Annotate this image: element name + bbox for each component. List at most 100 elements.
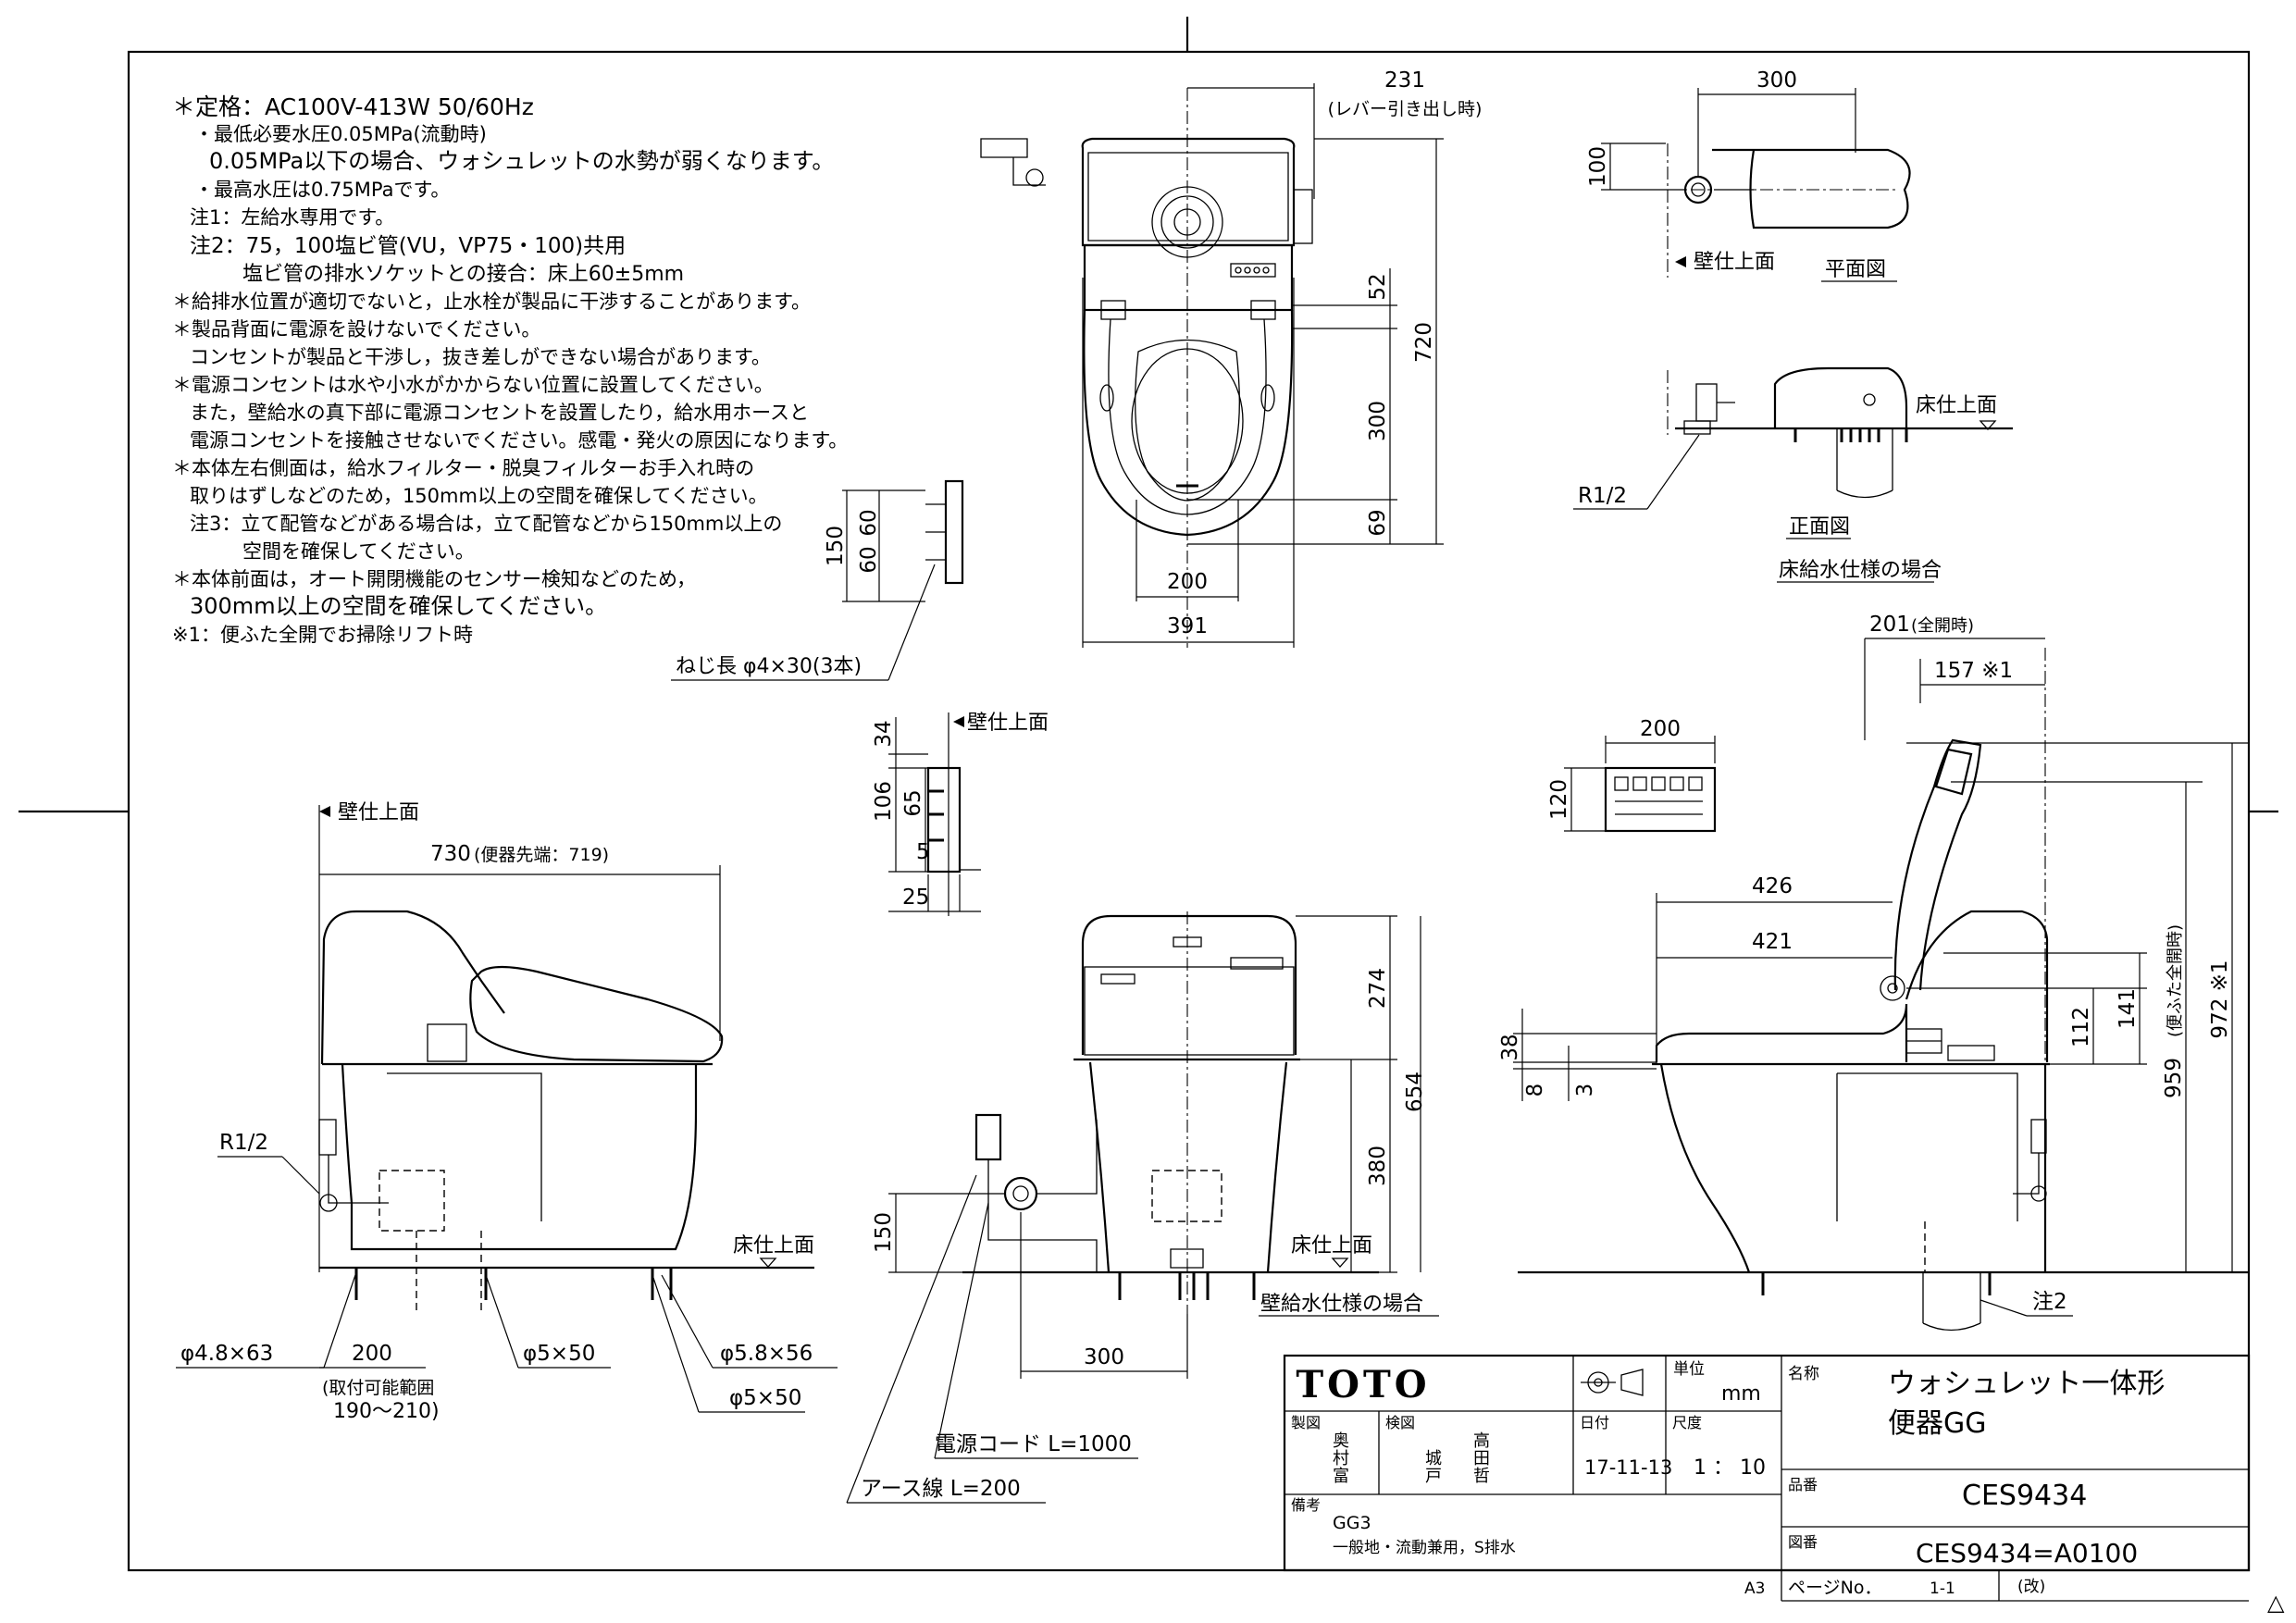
dim-rs-421: 421 xyxy=(1752,930,1793,954)
dim-fr-150: 150 xyxy=(872,1212,896,1253)
dim-remote-200: 200 xyxy=(1640,717,1681,741)
note-line: ＊定格：AC100V-413W 50/60Hz xyxy=(172,93,534,120)
floor-surface-label-1: 床仕上面 xyxy=(1916,394,1997,417)
dim-69: 69 xyxy=(1366,509,1390,536)
dim-rs-426: 426 xyxy=(1752,874,1793,898)
r12-label-b: R1/2 xyxy=(219,1131,268,1155)
page-label: ページNo． xyxy=(1788,1578,1881,1598)
dim-391: 391 xyxy=(1167,614,1208,638)
note-line: 取りはずしなどのため，150mm以上の空間を確保してください。 xyxy=(190,485,768,507)
dim-fr-300: 300 xyxy=(1084,1345,1124,1369)
dim-bk2-25: 25 xyxy=(902,886,929,910)
drafter-name: 富 xyxy=(1333,1467,1349,1486)
remarks-line2: 一般地・流動兼用，S排水 xyxy=(1333,1539,1516,1557)
dim-remote-120: 120 xyxy=(1547,779,1571,820)
note-line: ＊製品背面に電源を設けないでください。 xyxy=(172,318,540,341)
dim-bk2-106: 106 xyxy=(872,781,896,822)
note-line: また，壁給水の真下部に電源コンセントを設置したり，給水用ホースと xyxy=(190,402,809,424)
note-line: 0.05MPa以下の場合、ウォシュレットの水勢が弱くなります。 xyxy=(209,148,834,174)
drawing-frame xyxy=(19,17,2278,1572)
earth-wire-label: アース線 L=200 xyxy=(861,1477,1021,1501)
front-view-middle: 床仕上面 274 654 380 150 300 壁給水仕様の場合 電源コード … xyxy=(846,911,1439,1504)
scale-label: 尺度 xyxy=(1672,1414,1702,1431)
date-label: 日付 xyxy=(1580,1414,1609,1431)
remarks-line1: GG3 xyxy=(1333,1513,1371,1533)
note-line: 注2：75，100塩ビ管(VU，VP75・100)共用 xyxy=(190,234,626,258)
revision: (改) xyxy=(2017,1578,2045,1596)
checker-name: 哲 xyxy=(1473,1467,1490,1486)
dim-bk2-34: 34 xyxy=(872,720,896,747)
dim-rs-157: 157 ※1 xyxy=(1934,659,2013,683)
dim-d5x50b: φ5×50 xyxy=(729,1386,801,1410)
projection-symbol-icon xyxy=(1581,1369,1644,1396)
dim-rs-38: 38 xyxy=(1498,1034,1522,1060)
remote-controller: 200 120 xyxy=(1547,717,1717,833)
date-value: 17-11-13 xyxy=(1584,1456,1672,1479)
dim-d5x50a: φ5×50 xyxy=(523,1342,595,1366)
dim-730: 730 xyxy=(430,842,471,866)
dim-654: 654 xyxy=(1403,1072,1427,1112)
revision-triangle: △ xyxy=(2267,1590,2285,1616)
dim-d58x56: φ5.8×56 xyxy=(720,1342,813,1366)
wall-surface-label-1: 壁仕上面 xyxy=(1694,251,1775,274)
note-line: ※1：便ふた全開でお掃除リフト時 xyxy=(172,624,473,646)
plan-view-label: 平面図 xyxy=(1825,258,1886,281)
spec-notes: ＊定格：AC100V-413W 50/60Hz ・最低必要水圧0.05MPa(流… xyxy=(172,93,848,646)
checker-name: 戸 xyxy=(1425,1467,1442,1486)
name-label: 名称 xyxy=(1788,1365,1819,1383)
dim-rs-959-note: (便ふた全開時) xyxy=(2166,924,2185,1037)
dim-rs-959: 959 xyxy=(2162,1058,2186,1098)
remarks-label: 備考 xyxy=(1291,1496,1321,1514)
note2-label: 注2 xyxy=(2032,1290,2067,1314)
part-number-label: 品番 xyxy=(1788,1476,1818,1493)
checker-name: 城 xyxy=(1425,1449,1442,1468)
dim-rs-141: 141 xyxy=(2116,988,2140,1029)
product-name-line2: 便器GG xyxy=(1888,1407,1987,1440)
r12-label-a: R1/2 xyxy=(1578,484,1627,508)
dim-52: 52 xyxy=(1366,273,1390,300)
floor-surface-label-3: 床仕上面 xyxy=(1291,1234,1372,1258)
dim-bk2-5: 5 xyxy=(916,840,930,864)
note-line: 電源コンセントを接触させないでください。感電・発火の原因になります。 xyxy=(190,429,848,452)
wall-surface-label-2: 壁仕上面 xyxy=(967,712,1049,735)
top-plan-view xyxy=(925,88,1313,648)
checker-label: 検図 xyxy=(1385,1414,1415,1431)
dim-231-note: (レバー引き出し時) xyxy=(1328,99,1483,119)
side-view-right: 201 (全開時) 157 ※1 426 421 112 141 959 (便ふ… xyxy=(1498,613,2249,1332)
front-view-floor-supply: 床仕上面 R1/2 正面図 床給水仕様の場合 xyxy=(1573,366,2013,583)
dim-bk-60a: 60 xyxy=(857,509,881,536)
dim-300: 300 xyxy=(1366,401,1390,441)
dim-rs-201: 201 xyxy=(1869,613,1910,637)
front-view-label: 正面図 xyxy=(1789,515,1850,539)
note-line: 注1：左給水専用です。 xyxy=(190,206,394,229)
drawing-number-label: 図番 xyxy=(1788,1533,1818,1551)
note-line: 塩ビ管の排水ソケットとの接合：床上60±5mm xyxy=(242,263,684,286)
checker-name: 田 xyxy=(1473,1449,1490,1468)
dim-plan-100: 100 xyxy=(1586,146,1610,187)
dim-231: 231 xyxy=(1384,68,1425,93)
side-view-left: 壁仕上面 730 (便器先端：719) 床仕上面 R1/2 xyxy=(176,801,838,1423)
dim-bk-150: 150 xyxy=(824,526,848,566)
note-line: ・最低必要水圧0.05MPa(流動時) xyxy=(194,123,487,145)
dim-bk2-65: 65 xyxy=(901,789,925,816)
scale-value: 1 ： 10 xyxy=(1694,1456,1766,1480)
note-line: ＊本体左右側面は，給水フィルター・脱臭フィルターお手入れ時の xyxy=(172,457,754,479)
sheet-size: A3 xyxy=(1744,1580,1765,1598)
product-name-line1: ウォシュレット一体形 xyxy=(1888,1368,2165,1400)
drafter-label: 製図 xyxy=(1291,1414,1321,1431)
floor-supply-case-label: 床給水仕様の場合 xyxy=(1779,559,1942,582)
drafter-name: 奥 xyxy=(1333,1431,1349,1451)
dim-200-top: 200 xyxy=(1167,570,1208,594)
drawing-number: CES9434=A0100 xyxy=(1916,1538,2138,1568)
screw-label: ねじ長 φ4×30(3本) xyxy=(676,655,862,678)
note-line: ＊給排水位置が適切でないと，止水栓が製品に干渉することがあります。 xyxy=(172,291,811,313)
dim-plan-300: 300 xyxy=(1756,68,1797,93)
dim-rs-112: 112 xyxy=(2069,1007,2093,1047)
checker-name: 高 xyxy=(1473,1431,1490,1451)
page-number: 1-1 xyxy=(1930,1580,1955,1598)
drafter-name: 村 xyxy=(1333,1449,1349,1468)
brand-logo: TOTO xyxy=(1296,1363,1430,1406)
note-line: 空間を確保してください。 xyxy=(242,540,475,563)
top-plan-dimensions: 231 (レバー引き出し時) 52 720 300 69 200 391 150… xyxy=(671,68,1483,681)
